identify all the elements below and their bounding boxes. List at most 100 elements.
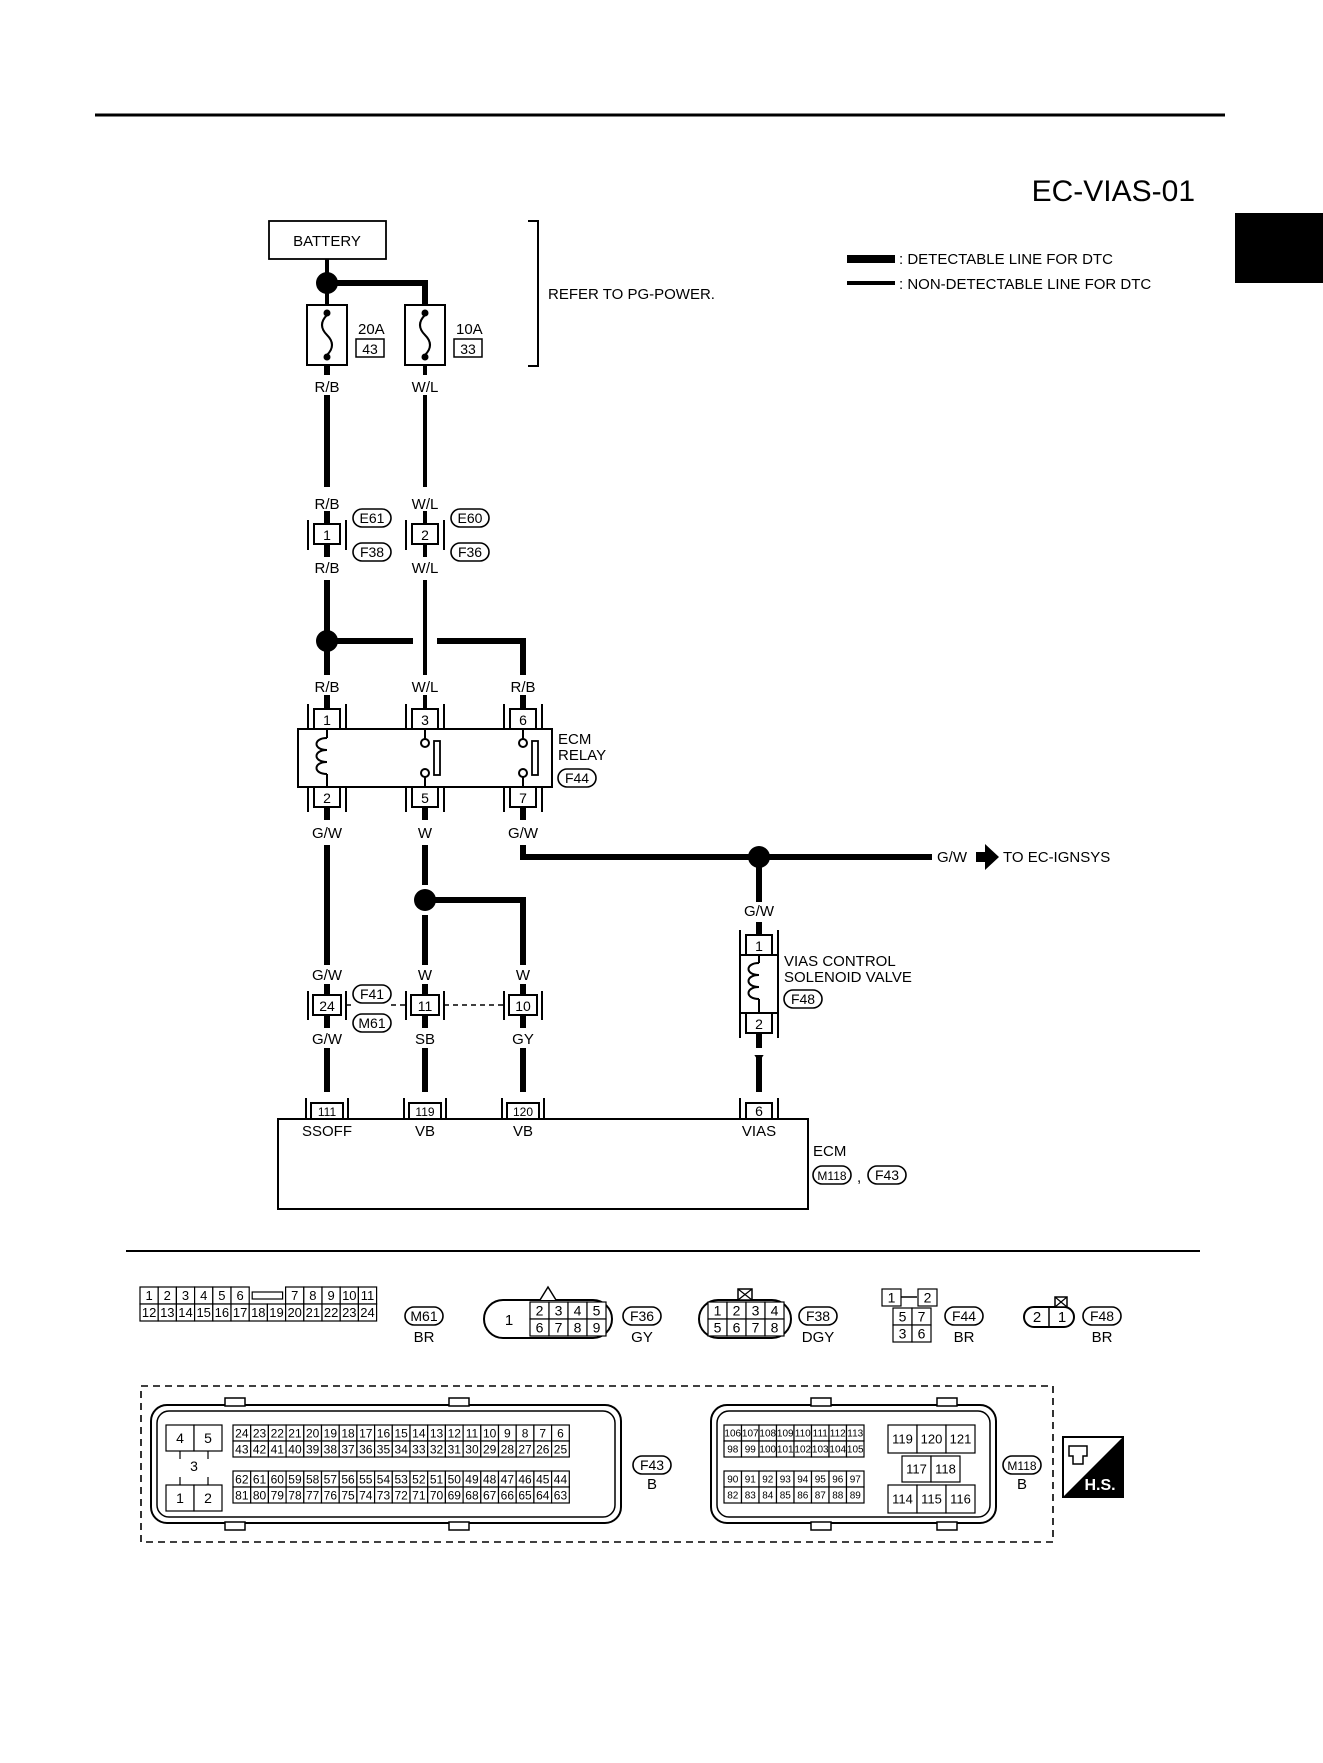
- face-m118-cell: [887, 1484, 918, 1514]
- face-f36-big: 1: [505, 1312, 513, 1329]
- connector-badge: [632, 1455, 672, 1475]
- face-m61-pin: 1: [145, 1288, 152, 1303]
- face-m118-pin: 90: [727, 1475, 739, 1486]
- wire-label: R/B: [314, 379, 339, 396]
- joint-pin: 1: [323, 527, 331, 543]
- fuse-20a-number: 43: [362, 341, 378, 357]
- face-f43-pin: 60: [271, 1472, 285, 1486]
- face-m118-cell: [845, 1440, 865, 1458]
- wires: [324, 259, 932, 1092]
- face-f43-pin: 77: [306, 1488, 320, 1502]
- face-m61-pin: 16: [215, 1305, 229, 1320]
- face-m61-pin: 15: [196, 1305, 210, 1320]
- face-f43-pin: 3: [190, 1458, 198, 1474]
- relay-pin: 7: [519, 790, 527, 806]
- face-f43-pin: 36: [359, 1442, 373, 1456]
- connector-e60: E60: [458, 510, 483, 526]
- joint-connector-1: 1: [307, 511, 347, 557]
- face-m118-cell: [945, 1424, 976, 1454]
- face-m118-pin: 114: [892, 1492, 913, 1507]
- joint-connector-row: 24 11 10: [307, 984, 543, 1028]
- face-f38-pin: 4: [771, 1303, 779, 1319]
- face-f43-pin: 32: [430, 1442, 444, 1456]
- face-f43-pin: 18: [341, 1426, 355, 1440]
- wire-label: W/L: [412, 496, 439, 513]
- connector-badge: [557, 768, 597, 788]
- face-m118-pin: 87: [815, 1491, 827, 1502]
- face-m118-pin: 97: [850, 1475, 862, 1486]
- face-f43-pin: 72: [394, 1488, 408, 1502]
- face-f36-pin: 2: [536, 1303, 544, 1319]
- face-f43-pin: 29: [483, 1442, 497, 1456]
- wire-label: G/W: [744, 903, 775, 920]
- face-f43-pin: 12: [448, 1426, 462, 1440]
- face-f44-color: BR: [954, 1329, 975, 1346]
- face-m118-pin: 88: [832, 1491, 844, 1502]
- to-ignsys-wire: G/W: [937, 849, 968, 866]
- face-m118-pin: 107: [742, 1429, 759, 1440]
- face-m118-pin: 92: [762, 1475, 774, 1486]
- face-f43-pin: 41: [271, 1442, 285, 1456]
- face-f43-pin: 30: [465, 1442, 479, 1456]
- ecm-label: ECM: [813, 1143, 846, 1160]
- connector-f43: F43: [875, 1167, 899, 1183]
- face-m61-pin: 9: [327, 1288, 334, 1303]
- wire-label: GY: [512, 1031, 534, 1048]
- connector-icon: [1068, 1445, 1088, 1465]
- face-m118-pin: 111: [813, 1429, 829, 1440]
- face-f43-pin: 1: [176, 1490, 184, 1506]
- face-f43-pin: 44: [554, 1472, 568, 1486]
- fuse-10a-number: 33: [460, 341, 476, 357]
- face-m61-pin: 11: [361, 1288, 375, 1303]
- face-f44-pin: 7: [918, 1309, 926, 1325]
- face-m118-pin: 82: [727, 1491, 739, 1502]
- face-f43-pin: 28: [501, 1442, 515, 1456]
- legend-detectable-label: : DETECTABLE LINE FOR DTC: [899, 251, 1113, 268]
- relay-pin: 2: [323, 790, 331, 806]
- face-f43-conn: F43: [640, 1457, 664, 1473]
- face-f43-pin: 33: [412, 1442, 426, 1456]
- battery-label: BATTERY: [293, 233, 361, 250]
- fuse-20a-amp: 20A: [358, 321, 385, 338]
- face-m118-pin: 84: [762, 1491, 774, 1502]
- face-m61-color: BR: [414, 1329, 435, 1346]
- face-m61-conn: M61: [410, 1308, 437, 1324]
- face-f43-pin: 39: [306, 1442, 320, 1456]
- face-f43-pin: 4: [176, 1430, 184, 1446]
- face-m118-pin: 115: [921, 1492, 942, 1507]
- face-m61-pin: 10: [342, 1288, 356, 1303]
- ecm-pin: 120: [513, 1105, 533, 1119]
- ecm-label-comma: ,: [857, 1169, 861, 1186]
- face-f43-pin: 24: [235, 1426, 249, 1440]
- face-f43-pin: 40: [288, 1442, 302, 1456]
- face-m61-pin: 18: [251, 1305, 265, 1320]
- vias-valve-label-1: VIAS CONTROL: [784, 953, 896, 970]
- face-f43-pin: 53: [394, 1472, 408, 1486]
- face-f43-pin: 11: [466, 1426, 479, 1440]
- face-m61-cell: [357, 1303, 378, 1322]
- wire-label: R/B: [314, 679, 339, 696]
- face-f43-pin: 37: [341, 1442, 355, 1456]
- face-m61-pin: 14: [178, 1305, 192, 1320]
- face-f43-pin: 57: [324, 1472, 338, 1486]
- face-m61-pin: 6: [236, 1288, 243, 1303]
- splice-dot: [748, 846, 770, 868]
- face-f44-cell: [911, 1324, 932, 1343]
- face-f43-pin: 71: [412, 1488, 426, 1502]
- face-f43-pin: 65: [518, 1488, 532, 1502]
- face-m61-pin: 4: [200, 1288, 207, 1303]
- fuse-10a-amp: 10A: [456, 321, 483, 338]
- connector-badge: [352, 542, 392, 562]
- face-m118-pin: 110: [795, 1429, 811, 1440]
- wire-label: Y: [754, 1052, 764, 1069]
- face-f43-pin: 74: [359, 1488, 373, 1502]
- connector-badge: [867, 1165, 907, 1185]
- face-f43-cell: [193, 1484, 223, 1512]
- face-m61-pin: 23: [342, 1305, 356, 1320]
- face-f43-pin: 66: [501, 1488, 515, 1502]
- connector-badge: [450, 508, 490, 528]
